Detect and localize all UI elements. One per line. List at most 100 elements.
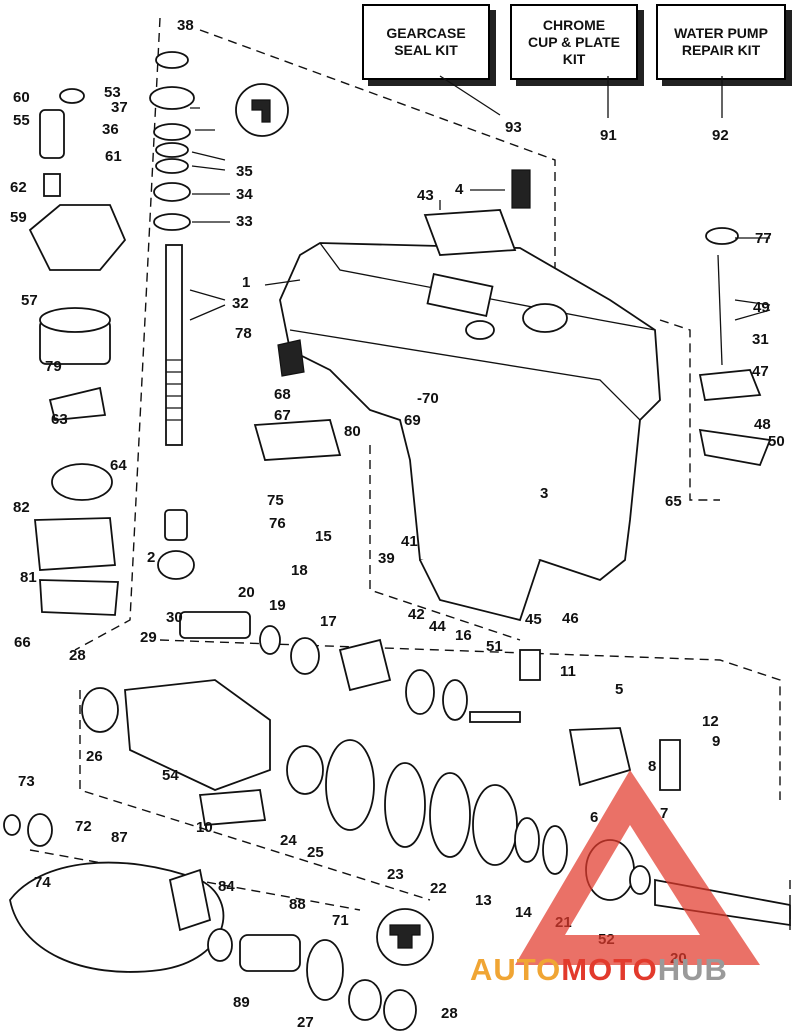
kit-number-label: 92 bbox=[712, 127, 729, 144]
part-number-label: 76 bbox=[269, 515, 286, 532]
part-number-label: 63 bbox=[51, 411, 68, 428]
part-number-label: 81 bbox=[20, 569, 37, 586]
part-number-label: 24 bbox=[280, 832, 297, 849]
watermark-triangle bbox=[515, 770, 760, 965]
part-number-label: 3 bbox=[540, 485, 548, 502]
part-number-label: 45 bbox=[525, 611, 542, 628]
part-number-label: 12 bbox=[702, 713, 719, 730]
part-number-label: 50 bbox=[768, 433, 785, 450]
part-number-label: 28 bbox=[441, 1005, 458, 1022]
svg-text:AUTOMOTOHUB: AUTOMOTOHUB bbox=[470, 952, 728, 987]
part-number-label: 16 bbox=[455, 627, 472, 644]
part-number-label: 36 bbox=[102, 121, 119, 138]
part-number-label: 88 bbox=[289, 896, 306, 913]
part-number-label: 49 bbox=[753, 299, 770, 316]
part-number-label: 39 bbox=[378, 550, 395, 567]
part-number-label: 67 bbox=[274, 407, 291, 424]
gearcase-housing bbox=[279, 242, 661, 622]
part-number-label: 46 bbox=[562, 610, 579, 627]
part-number-label: 22 bbox=[430, 880, 447, 897]
part-number-label: 42 bbox=[408, 606, 425, 623]
drive-shaft-assembly bbox=[149, 51, 195, 580]
part-number-label: 11 bbox=[560, 663, 576, 680]
part-number-label: 79 bbox=[45, 358, 62, 375]
right-side-parts bbox=[698, 227, 772, 467]
part-number-label: 10 bbox=[196, 819, 213, 836]
part-number-label: 68 bbox=[274, 386, 291, 403]
part-number-label: 84 bbox=[218, 878, 235, 895]
part-number-label: 31 bbox=[752, 331, 769, 348]
part-number-label: 43 bbox=[417, 187, 434, 204]
part-number-label: 25 bbox=[307, 844, 324, 861]
part-number-label: 89 bbox=[233, 994, 250, 1011]
part-number-label: 78 bbox=[235, 325, 252, 342]
part-number-label: 53 bbox=[104, 84, 121, 101]
part-number-label: 27 bbox=[297, 1014, 314, 1031]
water-pump-parts bbox=[28, 88, 127, 616]
part-number-label: 37 bbox=[111, 99, 128, 116]
part-number-label: 64 bbox=[110, 457, 127, 474]
part-number-label: 30 bbox=[166, 609, 183, 626]
kit-leaders bbox=[439, 75, 723, 118]
part-number-label: 19 bbox=[269, 597, 286, 614]
part-number-label: 47 bbox=[752, 363, 769, 380]
part-number-label: 5 bbox=[615, 681, 623, 698]
part-number-label: 9 bbox=[712, 733, 720, 750]
part-number-label: 48 bbox=[754, 416, 771, 433]
part-number-label: 59 bbox=[10, 209, 27, 226]
water-pump-repair-kit-box: WATER PUMP REPAIR KIT bbox=[656, 4, 786, 80]
part-number-label: 20 bbox=[238, 584, 255, 601]
part-number-label: 80 bbox=[344, 423, 361, 440]
part-number-label: 35 bbox=[236, 163, 253, 180]
watermark-moto: MOTO bbox=[561, 952, 657, 987]
part-number-label: 44 bbox=[429, 618, 446, 635]
kit-number-label: 91 bbox=[600, 127, 617, 144]
part-number-label: 38 bbox=[177, 17, 194, 34]
part-number-label: 60 bbox=[13, 89, 30, 106]
part-number-label: 8 bbox=[648, 758, 656, 775]
part-number-label: 55 bbox=[13, 112, 30, 129]
part-number-label: 28 bbox=[69, 647, 86, 664]
gearcase-seal-kit-box: GEARCASE SEAL KIT bbox=[362, 4, 490, 80]
watermark-hub: HUB bbox=[658, 952, 728, 987]
part-number-label: 26 bbox=[86, 748, 103, 765]
part-number-label: 54 bbox=[162, 767, 179, 784]
part-number-label: 41 bbox=[401, 533, 418, 550]
part-number-label: 75 bbox=[267, 492, 284, 509]
part-number-label: 15 bbox=[315, 528, 332, 545]
part-number-label: 18 bbox=[291, 562, 308, 579]
part-number-label: 65 bbox=[665, 493, 682, 510]
part-number-label: 87 bbox=[111, 829, 128, 846]
part-number-label: 66 bbox=[14, 634, 31, 651]
part-number-label: 73 bbox=[18, 773, 35, 790]
part-number-label: 69 bbox=[404, 412, 421, 429]
part-number-label: -70 bbox=[417, 390, 439, 407]
part-number-label: 4 bbox=[455, 181, 464, 198]
part-number-label: 62 bbox=[10, 179, 27, 196]
chrome-cup-plate-kit-box: CHROME CUP & PLATE KIT bbox=[510, 4, 638, 80]
label-leaders bbox=[189, 107, 771, 321]
part-number-label: 34 bbox=[236, 186, 253, 203]
watermark-auto: AUTO bbox=[470, 952, 561, 987]
part-number-label: 14 bbox=[515, 904, 532, 921]
part-number-label: 77 bbox=[755, 230, 772, 247]
part-number-label: 74 bbox=[34, 874, 51, 891]
part-number-label: 33 bbox=[236, 213, 253, 230]
part-number-label: 72 bbox=[75, 818, 92, 835]
lower-unit-parts bbox=[3, 83, 791, 1031]
part-number-label: 1 bbox=[242, 274, 250, 291]
part-number-label: 29 bbox=[140, 629, 157, 646]
part-number-labels: 1234567891011121314151617181920202122232… bbox=[10, 17, 785, 1031]
part-number-label: 51 bbox=[486, 638, 503, 655]
part-number-label: 57 bbox=[21, 292, 38, 309]
part-number-label: 17 bbox=[320, 613, 337, 630]
part-number-label: 32 bbox=[232, 295, 249, 312]
part-number-label: 7 bbox=[660, 805, 668, 822]
part-number-label: 6 bbox=[590, 809, 598, 826]
part-number-label: 71 bbox=[332, 912, 349, 929]
part-number-label: 23 bbox=[387, 866, 404, 883]
part-number-label: 13 bbox=[475, 892, 492, 909]
part-number-label: 61 bbox=[105, 148, 122, 165]
kit-number-label: 93 bbox=[505, 119, 522, 136]
